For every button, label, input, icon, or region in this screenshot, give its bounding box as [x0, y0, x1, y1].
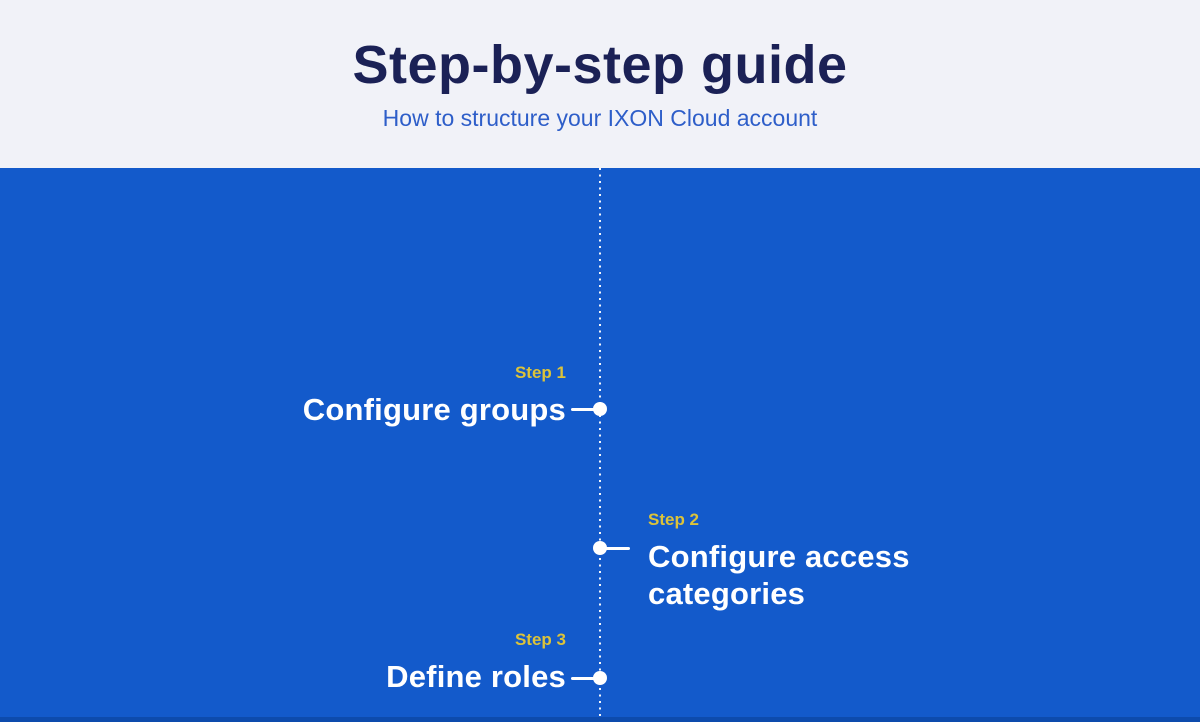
step-1-title: Configure groups	[302, 392, 566, 427]
step-1-label: Step 1	[514, 363, 566, 382]
timeline-section: Step 1 Configure groups Step 2 Configure…	[0, 168, 1200, 722]
bottom-edge-strip	[0, 717, 1200, 722]
header: Step-by-step guide How to structure your…	[0, 0, 1200, 168]
page-title: Step-by-step guide	[352, 35, 848, 95]
step-3: Step 3 Define roles	[386, 631, 566, 695]
step-2-connector-line	[603, 547, 630, 550]
step-1: Step 1 Configure groups	[303, 364, 566, 428]
step-2-dot	[593, 541, 607, 555]
step-2-title: Configure access categories	[648, 539, 910, 611]
step-3-title: Define roles	[386, 659, 566, 694]
step-3-label: Step 3	[514, 630, 566, 649]
step-1-dot	[593, 402, 607, 416]
step-3-connector-line	[571, 677, 597, 680]
timeline-dotted-line	[599, 168, 601, 722]
step-3-dot	[593, 671, 607, 685]
step-2-label: Step 2	[648, 510, 700, 529]
page-subtitle: How to structure your IXON Cloud account	[382, 105, 818, 131]
step-1-connector-line	[571, 408, 597, 411]
step-2: Step 2 Configure access categories	[648, 511, 948, 612]
